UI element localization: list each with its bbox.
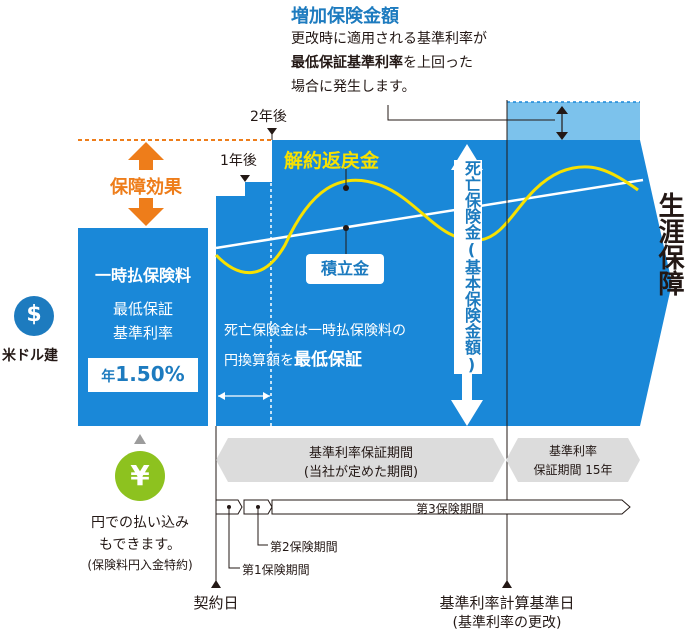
callout-line2: 最低保証基準利率を上回った xyxy=(291,52,473,72)
coverage-area xyxy=(216,140,672,426)
yen-sign-icon xyxy=(115,451,165,501)
rate-prefix: 年 xyxy=(101,369,116,385)
base-date-line2: (基準利率の更改) xyxy=(452,615,562,631)
guarantee-line2: (当社が定めた期間) xyxy=(303,465,419,480)
marker-one-year: 1年後 xyxy=(220,153,257,169)
guarantee15-line2: 保証期間 15年 xyxy=(533,463,613,477)
callout-line3: 場合に発生します。 xyxy=(291,79,416,95)
period-first: 第1保険期間 xyxy=(242,563,310,577)
guarantee-band xyxy=(216,438,505,482)
death-note-line2-rest: 円換算額を xyxy=(224,353,294,369)
guarantee-15-band xyxy=(506,438,640,482)
marker-two-years: 2年後 xyxy=(250,109,287,125)
lifetime-label: 生涯保障 xyxy=(654,192,684,296)
death-note-line1: 死亡保険金は一時払保険料の xyxy=(224,323,406,339)
death-benefit-label: 死亡保険金(基本保険金額) xyxy=(454,160,482,374)
guarantee-line1: 基準利率保証期間 xyxy=(308,446,413,461)
premium-line1: 最低保証 xyxy=(112,300,173,318)
period-second: 第2保険期間 xyxy=(270,540,338,554)
reserve-label: 積立金 xyxy=(306,254,384,284)
surrender-label: 解約返戻金 xyxy=(284,150,380,172)
rate-value: 1.50% xyxy=(115,362,185,386)
premium-line2: 基準利率 xyxy=(112,324,173,342)
yen-glyph: ¥ xyxy=(130,459,150,492)
dollar-glyph: $ xyxy=(26,302,42,327)
base-date-line1: 基準利率計算基準日 xyxy=(439,594,575,612)
reserve-line xyxy=(215,178,644,250)
callout-title: 増加保険金額 xyxy=(291,6,399,27)
effect-down-arrow xyxy=(128,198,164,226)
effect-label: 保障効果 xyxy=(110,177,182,198)
yen-note-line3: (保険料円入金特約) xyxy=(87,558,193,572)
contract-day: 契約日 xyxy=(193,594,239,612)
yen-note-line1: 円での払い込み xyxy=(91,515,189,531)
guarantee15-line1: 基準利率 xyxy=(548,444,597,458)
effect-up-arrow xyxy=(128,142,164,170)
callout-line1: 更改時に適用される基準利率が xyxy=(291,31,487,47)
increased-amount-area xyxy=(507,102,640,140)
usd-label: 米ドル建 xyxy=(2,348,58,364)
yen-note-line2: もできます。 xyxy=(98,537,182,553)
surrender-value-curve xyxy=(214,165,639,274)
dollar-sign-icon xyxy=(14,296,54,336)
callout-line2-bold: 最低保証基準利率 xyxy=(291,55,403,71)
premium-title: 一時払保険料 xyxy=(94,266,191,285)
death-note-line2-bold: 最低保証 xyxy=(294,350,362,370)
period-third: 第3保険期間 xyxy=(416,502,484,516)
callout-line2-rest: を上回った xyxy=(403,55,473,71)
death-note-line2: 円換算額を最低保証 xyxy=(224,345,362,370)
premium-rate: 年1.50% xyxy=(88,362,198,386)
premium-box xyxy=(78,228,208,426)
rate-tag xyxy=(88,358,198,392)
